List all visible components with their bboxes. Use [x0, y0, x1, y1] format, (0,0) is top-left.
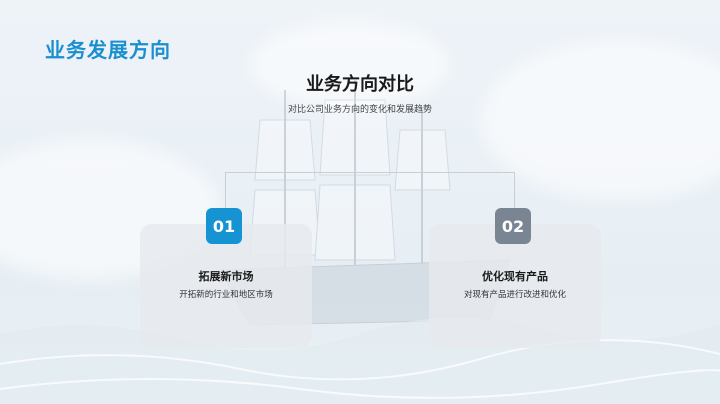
- connector-line: [225, 172, 515, 209]
- slide-title: 业务发展方向: [45, 38, 171, 62]
- card-title: 拓展新市场: [198, 270, 254, 283]
- card-description: 开拓新的行业和地区市场: [179, 290, 273, 300]
- card-expand-market: 拓展新市场 开拓新的行业和地区市场: [140, 224, 312, 348]
- number-badge: 02: [495, 208, 531, 244]
- section-subtitle: 对比公司业务方向的变化和发展趋势: [287, 105, 432, 115]
- cloud: [480, 40, 720, 200]
- cloud: [250, 20, 450, 110]
- card-description: 对现有产品进行改进和优化: [463, 290, 566, 300]
- waves-illustration: [0, 317, 720, 404]
- card-optimize-products: 优化现有产品 对现有产品进行改进和优化: [429, 224, 601, 348]
- card-title: 优化现有产品: [482, 270, 548, 283]
- section-heading: 业务方向对比: [306, 74, 414, 95]
- number-badge: 01: [206, 208, 242, 244]
